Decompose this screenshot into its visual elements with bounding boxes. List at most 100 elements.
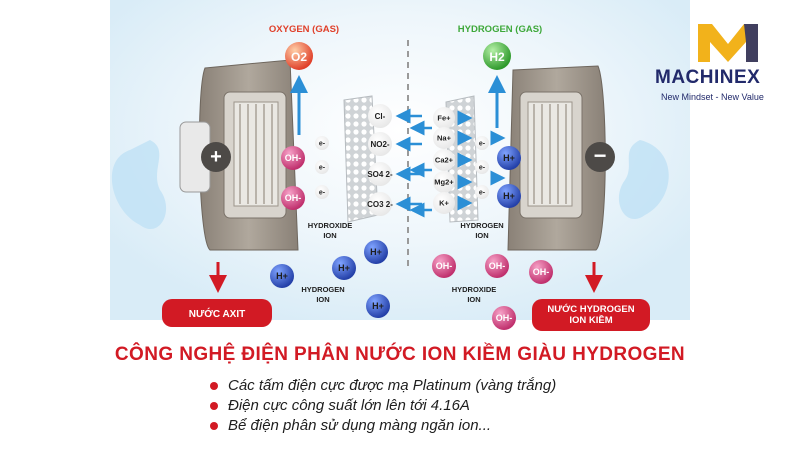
machinex-logo-icon (698, 24, 758, 62)
oxygen-molecule-label: O2 (291, 50, 307, 64)
feature-text: Điện cực công suất lớn lên tới 4.16A (228, 397, 470, 414)
floating-hydrogen-ion-icon (364, 240, 388, 264)
water-splash-right (618, 140, 669, 220)
floating-hydrogen-ion-label: H+ (370, 247, 382, 257)
feature-text: Các tấm điện cực được mạ Platinum (vàng … (228, 377, 557, 394)
cation-label: K+ (439, 199, 449, 208)
floating-hydrogen-ion-label: H+ (338, 263, 350, 273)
hydroxide-ion: OH- (281, 186, 305, 210)
cation-label: Na+ (437, 134, 452, 143)
feature-text: Bể điện phân sử dụng màng ngăn ion... (228, 417, 492, 434)
bullet-dot-icon (210, 422, 218, 430)
floating-hydrogen-ion-icon (332, 256, 356, 280)
cation-label: Ca2+ (435, 156, 454, 165)
electron: e- (315, 136, 329, 150)
floating-hydrogen-ion: H+ (332, 256, 356, 280)
hydrogen-ion-icon (497, 184, 521, 208)
bottom-ion-group: H+H+H+H+OH-OH-OH-OH- (270, 240, 553, 330)
cation-icon (433, 107, 455, 129)
bullet-dot-icon (210, 402, 218, 410)
hydrogen-ion-label: H+ (503, 191, 515, 201)
electron-icon (475, 160, 489, 174)
floating-hydrogen-ion-icon (366, 294, 390, 318)
floating-hydroxide-ion-label: OH- (496, 313, 513, 323)
hydroxide-ion-icon (281, 186, 305, 210)
electron-label: e- (319, 140, 326, 147)
floating-hydroxide-ion-label: OH- (489, 261, 506, 271)
floating-hydroxide-ion: OH- (529, 260, 553, 284)
floating-hydrogen-ion: H+ (366, 294, 390, 318)
floating-hydrogen-ion: H+ (364, 240, 388, 264)
cation-label: Fe+ (437, 114, 451, 123)
hydrogen-ion-icon (497, 146, 521, 170)
floating-hydroxide-ion-icon (492, 306, 516, 330)
floating-hydrogen-ion-label: H+ (276, 271, 288, 281)
electron: e- (475, 136, 489, 150)
hydrogen-molecule-icon (483, 42, 511, 70)
hydroxide-ion-label: OH- (285, 193, 302, 203)
anion: Cl- (368, 104, 392, 128)
floating-hydrogen-ion: H+ (270, 264, 294, 288)
floating-hydrogen-ion-icon (270, 264, 294, 288)
hydroxide-ion-label: OH- (285, 153, 302, 163)
anion-label: NO2- (370, 140, 389, 149)
electron-label: e- (319, 164, 326, 171)
brand-name: MACHINEX (655, 67, 761, 88)
cation-group: Fe+ Na+ Ca2+ Mg2+ K+ (409, 107, 506, 218)
floating-hydrogen-ion-label: H+ (372, 301, 384, 311)
brand-tagline: New Mindset - New Value (661, 92, 764, 102)
floating-hydroxide-ion-label: OH- (533, 267, 550, 277)
anion-icon (368, 104, 392, 128)
electron-label: e- (479, 189, 486, 196)
floating-hydroxide-ion: OH- (485, 254, 509, 278)
electron-label: e- (479, 140, 486, 147)
page-title: CÔNG NGHỆ ĐIỆN PHÂN NƯỚC ION KIỀM GIÀU H… (114, 344, 686, 365)
electron-icon (315, 136, 329, 150)
hydroxide-ion: OH- (281, 146, 305, 170)
floating-hydroxide-ion-icon (485, 254, 509, 278)
hydrogen-ion-label: H+ (503, 153, 515, 163)
electron: e- (315, 160, 329, 174)
cation-label: Mg2+ (434, 178, 454, 187)
electron-icon (475, 185, 489, 199)
electron-group: e-e-e-e-e-e- (315, 136, 489, 199)
feature-list: Các tấm điện cực được mạ Platinum (vàng … (208, 376, 556, 436)
oxygen-gas-label: OXYGEN (GAS) (269, 24, 339, 35)
feature-item: Bể điện phân sử dụng màng ngăn ion... (208, 416, 556, 436)
anion: SO4 2- (367, 162, 393, 186)
cathode-ion-group: H+ H+ (497, 146, 521, 208)
anion: CO3 2- (367, 192, 393, 216)
acid-water-label: NƯỚC AXIT (189, 307, 245, 320)
feature-item: Điện cực công suất lớn lên tới 4.16A (208, 396, 556, 416)
hydrogen-molecule-label: H2 (489, 50, 505, 64)
hydroxide-ion-icon (281, 146, 305, 170)
anion-label: Cl- (375, 112, 386, 121)
electron-icon (315, 160, 329, 174)
floating-hydroxide-ion-icon (432, 254, 456, 278)
bullet-dot-icon (210, 382, 218, 390)
oxygen-molecule-icon (285, 42, 313, 70)
cathode-sign: − (594, 143, 607, 168)
hydrogen-ion: H+ (497, 146, 521, 170)
cation: Fe+ (433, 107, 455, 129)
electron-icon (475, 136, 489, 150)
anode-sign: + (210, 146, 222, 168)
electron-icon (315, 185, 329, 199)
cathode-block: − (507, 65, 615, 251)
cation-icon (433, 192, 455, 214)
hydrogen-ion: H+ (497, 184, 521, 208)
anion-label: CO3 2- (367, 200, 393, 209)
floating-hydroxide-ion-icon (529, 260, 553, 284)
anion-label: SO4 2- (367, 170, 393, 179)
alkaline-water-pill (532, 299, 650, 331)
cation: Na+ (433, 127, 455, 149)
hydrogen-gas-label: HYDROGEN (GAS) (458, 24, 542, 35)
cation: Mg2+ (433, 171, 455, 193)
cation: K+ (433, 192, 455, 214)
cation: Ca2+ (433, 149, 455, 171)
